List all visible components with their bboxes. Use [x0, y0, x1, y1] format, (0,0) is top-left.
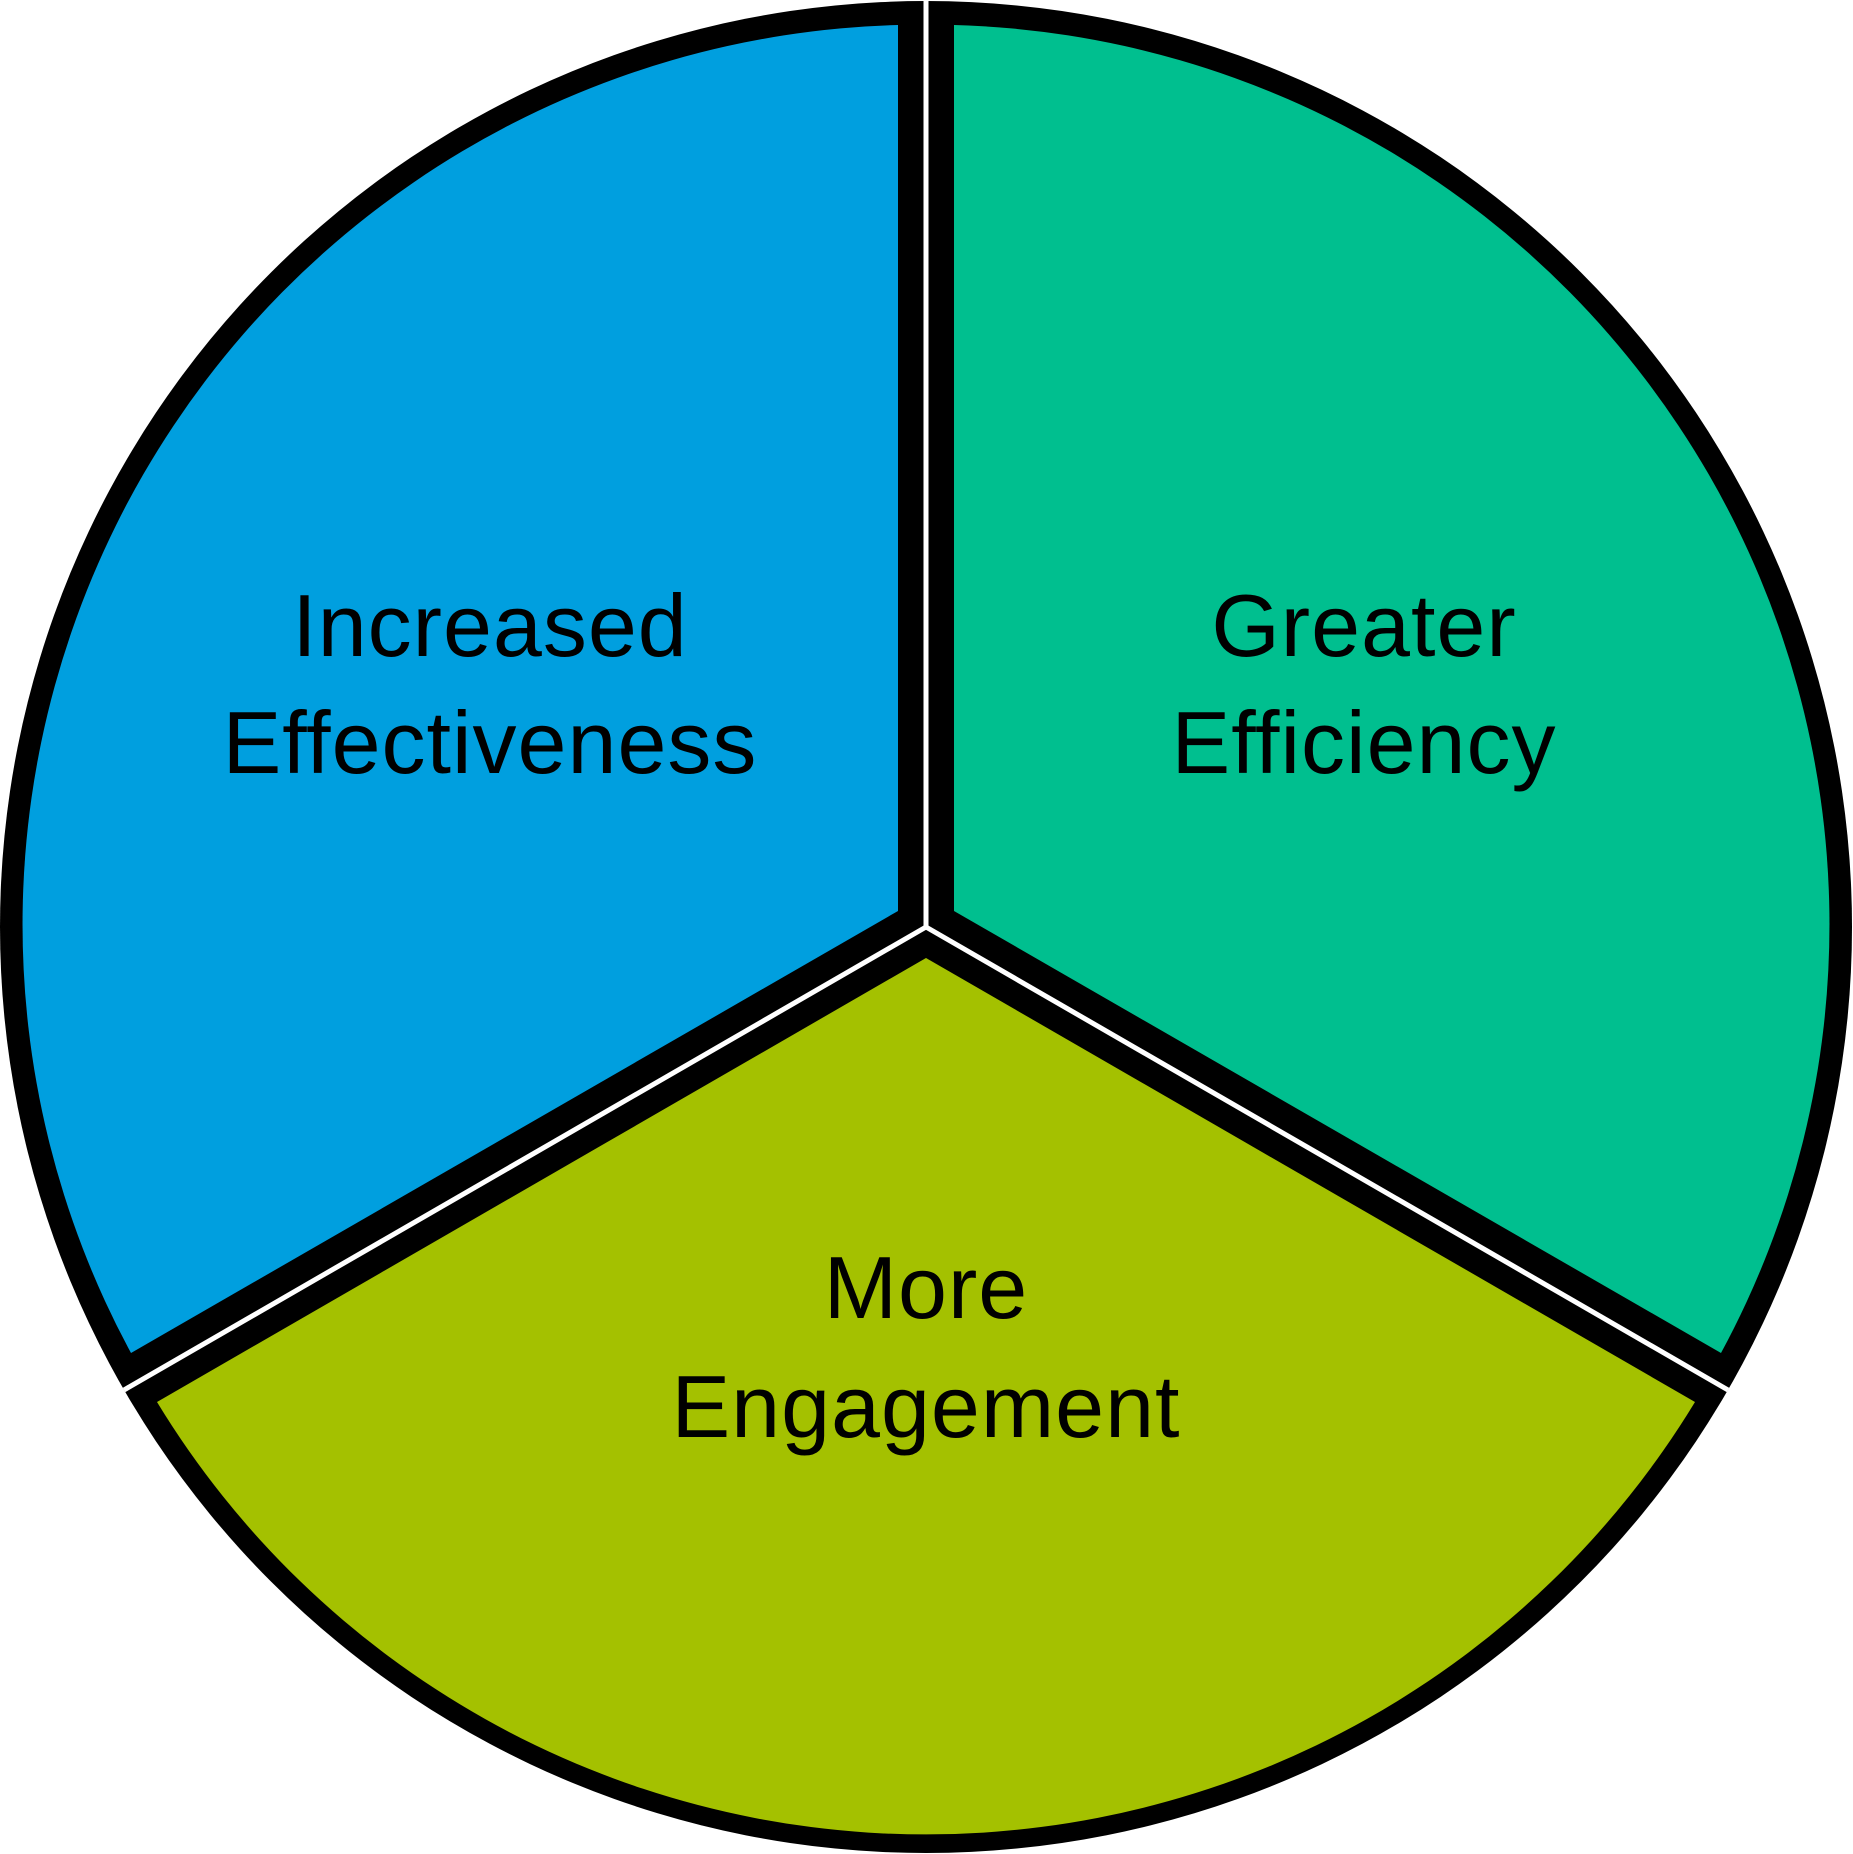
- label-engagement-line2: Engagement: [671, 1357, 1180, 1456]
- segment-greater-efficiency: [954, 25, 1830, 1353]
- label-efficiency-line2: Efficiency: [1172, 693, 1557, 792]
- label-increased-line1: Increased: [292, 576, 687, 675]
- segment-more-engagement: [157, 958, 1695, 1835]
- divider-right: [924, 924, 1730, 1393]
- segment-dividers: [122, 0, 1730, 1393]
- label-effectiveness-line2: Effectiveness: [223, 693, 758, 792]
- divider-left: [122, 924, 928, 1393]
- label-greater-line1: Greater: [1211, 576, 1516, 675]
- segment-increased-effectiveness: [22, 25, 899, 1353]
- label-more-line1: More: [824, 1238, 1029, 1337]
